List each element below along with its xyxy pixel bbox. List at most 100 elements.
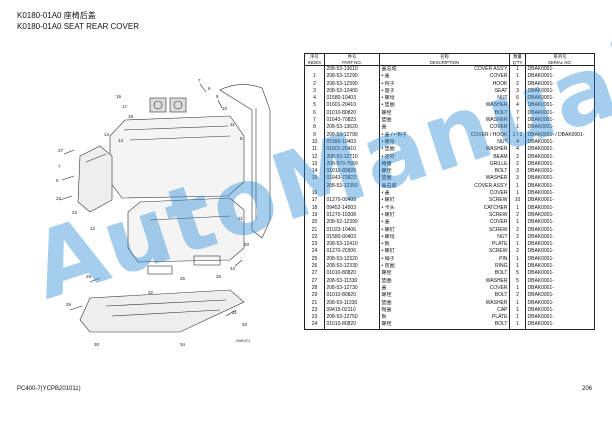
- svg-text:32: 32: [148, 290, 154, 295]
- row-index: 15: [304, 175, 325, 183]
- svg-text:13: 13: [118, 138, 124, 143]
- row-index: [304, 65, 325, 74]
- row-quantity: 1: [509, 255, 526, 264]
- grille-left: [149, 97, 167, 113]
- row-name-en: COVER: [489, 124, 508, 131]
- row-description: 垫圈 WASHER: [379, 117, 510, 125]
- svg-text:21: 21: [238, 216, 244, 221]
- row-part-number: 01010-80820: [324, 321, 380, 330]
- grille-right: [169, 97, 187, 113]
- row-name-zh: • 板: [381, 241, 390, 248]
- row-serial: DBAK0001-: [525, 124, 595, 132]
- row-serial: DBAK0001-: [525, 255, 595, 264]
- row-serial: DBAK0001-: [525, 117, 595, 125]
- row-name-en: SCREW: [488, 248, 508, 255]
- row-name-en: WASHER: [485, 117, 508, 124]
- row-part-number: 01580-10403: [324, 95, 380, 103]
- row-index: 20: [304, 219, 325, 227]
- svg-text:26: 26: [216, 274, 222, 279]
- row-quantity: 2: [509, 233, 526, 242]
- row-index: 24: [304, 321, 325, 330]
- row-quantity: 1: [509, 321, 526, 330]
- row-serial: DBAK0001-: [525, 211, 595, 220]
- row-part-number: 208-53-11330: [324, 277, 380, 285]
- row-name-en: WASHER: [485, 102, 508, 109]
- row-name-en: PIN: [499, 255, 508, 262]
- row-quantity: 10: [509, 197, 526, 205]
- row-name-zh: • 螺母: [381, 233, 395, 240]
- row-name-en: NUT: [497, 95, 508, 102]
- row-index: 23: [304, 306, 325, 315]
- footer-page-number: 206: [582, 386, 593, 392]
- row-name-en: HOOK: [492, 80, 508, 87]
- row-description: • 螺钉 SCREW: [379, 211, 510, 220]
- row-index: 17: [304, 197, 325, 205]
- row-name-zh: 盖: [381, 124, 387, 131]
- row-part-number: 208-53-12350: [324, 182, 380, 191]
- row-quantity: 2: [509, 248, 526, 256]
- row-part-number: 01643-70823: [324, 175, 380, 183]
- svg-text:34: 34: [180, 342, 186, 347]
- row-quantity: 1: [509, 190, 526, 198]
- row-name-zh: • 卡头: [381, 204, 395, 211]
- row-quantity: 4: [509, 138, 526, 147]
- row-serial: DBAK0001-: [525, 146, 595, 154]
- row-name-zh: • 螺钉: [381, 197, 395, 204]
- row-name-en: BOLT: [494, 109, 508, 116]
- row-name-zh: • 螺钉: [381, 211, 395, 218]
- row-name-zh: 垫圈: [381, 117, 392, 124]
- row-part-number: 01023-10406: [324, 226, 380, 234]
- row-name-en: NUT: [497, 233, 508, 240]
- row-index: 19: [304, 211, 325, 220]
- row-name-en: BEAM: [493, 153, 508, 160]
- header-title-zh: K0180-01A0 座椅后盖: [17, 11, 96, 20]
- row-name-en: COVER: [489, 73, 508, 80]
- row-part-number: 208-53-12710: [324, 153, 380, 161]
- row-name-zh: 帽盖: [381, 306, 392, 313]
- row-part-number: [324, 190, 380, 198]
- row-serial: DBAK0001-: [525, 219, 595, 227]
- row-name-zh: • 盖: [381, 219, 390, 226]
- row-part-number: 208-52-12390: [324, 219, 380, 227]
- row-serial: DBAK0001-: [525, 102, 595, 110]
- svg-text:30: 30: [94, 342, 100, 347]
- row-quantity: 1: [509, 263, 526, 271]
- row-serial: DBAK0001-: [525, 153, 595, 161]
- row-name-en: SCREW: [488, 211, 508, 218]
- row-index: 12: [304, 153, 325, 161]
- row-name-en: CATCHER: [483, 204, 508, 211]
- row-part-number: 208-53-13620: [324, 124, 380, 132]
- row-part-number: 01643-70823: [324, 117, 380, 125]
- lower-cover: [127, 197, 245, 263]
- page-header: K0180-01A0 座椅后盖 K0180-01A0 SEAT REAR COV…: [17, 10, 139, 32]
- row-quantity: 7: [509, 109, 526, 118]
- row-name-en: WASHER: [485, 299, 508, 306]
- row-index: 29: [304, 292, 325, 300]
- row-serial: DBAK0001-: [525, 299, 595, 307]
- row-index: 26: [304, 263, 325, 271]
- row-index: [304, 182, 325, 191]
- row-part-number: 208-53-12410: [324, 241, 380, 249]
- row-name-en: COVER: [489, 284, 508, 291]
- svg-text:10: 10: [222, 106, 228, 111]
